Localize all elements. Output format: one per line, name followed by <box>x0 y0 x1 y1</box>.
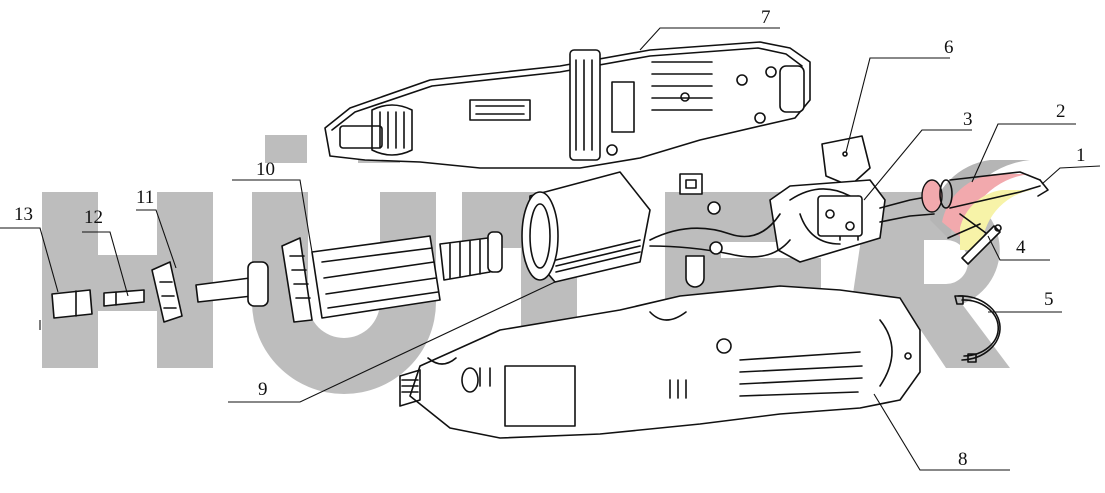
callout-10: 10 <box>256 159 275 180</box>
part-13-collet-nut <box>51 289 93 319</box>
callout-1: 1 <box>1076 145 1086 166</box>
callout-12: 12 <box>84 207 103 228</box>
callout-11: 11 <box>136 187 155 208</box>
wiring <box>649 173 791 288</box>
callout-3: 3 <box>963 109 973 130</box>
leader-lines <box>0 27 1101 471</box>
callout-2: 2 <box>1056 101 1066 122</box>
part-9-stator <box>521 171 651 283</box>
callout-8: 8 <box>958 449 968 470</box>
part-3-brush-board <box>769 179 935 263</box>
part-10-armature <box>195 231 503 323</box>
callout-5: 5 <box>1044 289 1054 310</box>
callout-9: 9 <box>258 379 268 400</box>
part-4-cord-clamp <box>947 213 1002 265</box>
part-6-switch <box>821 135 871 187</box>
part-8-housing-right <box>399 285 921 439</box>
part-11-nose-cap <box>151 261 183 323</box>
part-12-collet <box>103 289 145 307</box>
callout-13: 13 <box>14 204 33 225</box>
part-5-retaining-ring <box>954 295 1001 363</box>
callout-4: 4 <box>1016 237 1026 258</box>
callout-6: 6 <box>944 37 954 58</box>
part-7-housing-left <box>324 41 811 169</box>
part-2-strain-relief <box>921 171 1041 213</box>
callout-7: 7 <box>761 7 771 28</box>
